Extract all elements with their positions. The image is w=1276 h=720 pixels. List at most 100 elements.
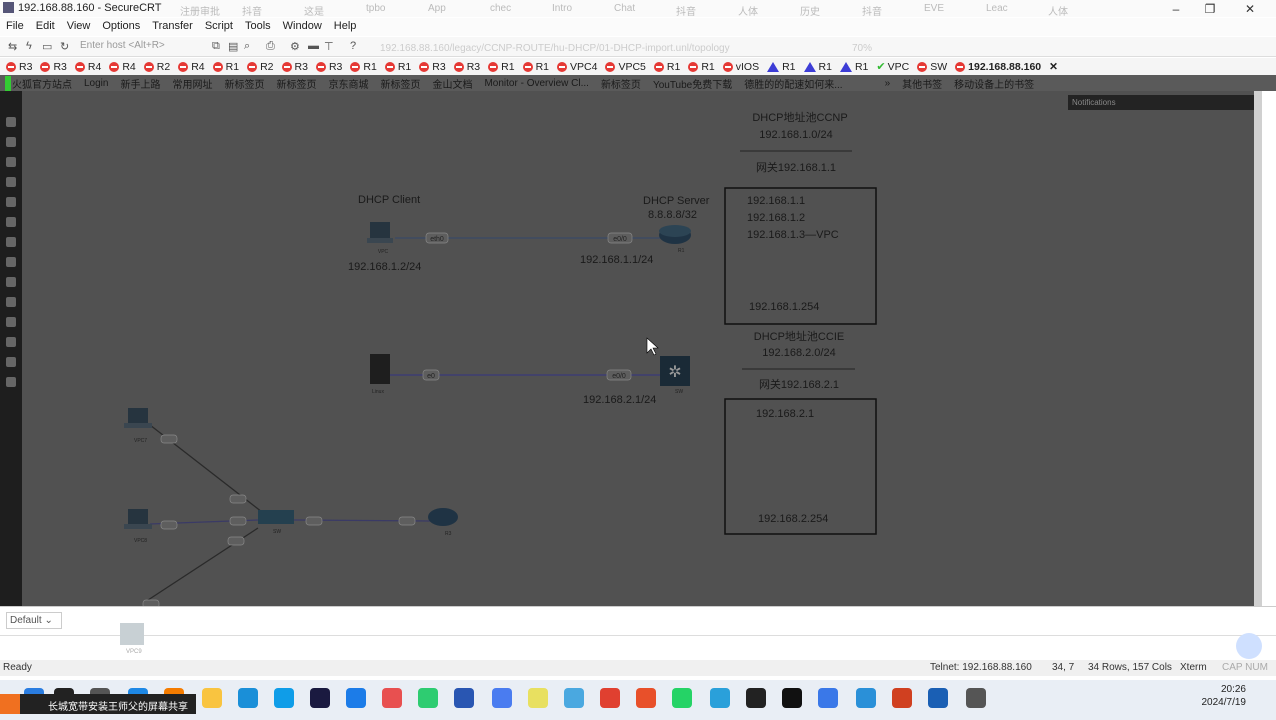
session-tab[interactable]: R3: [419, 61, 446, 73]
sidebar-tool-icon[interactable]: [6, 137, 16, 147]
taskbar-app-icon[interactable]: [564, 688, 584, 708]
sidebar-tool-icon[interactable]: [6, 157, 16, 167]
session-tab[interactable]: R3: [315, 61, 342, 73]
bookmark-item[interactable]: 其他书签: [902, 79, 943, 91]
session-tab[interactable]: R1: [688, 61, 715, 73]
session-tab[interactable]: R4: [74, 61, 101, 73]
scrollbar[interactable]: [1254, 91, 1262, 606]
session-tab[interactable]: SW: [917, 61, 947, 73]
taskbar-app-icon[interactable]: [818, 688, 838, 708]
sidebar-tool-icon[interactable]: [6, 237, 16, 247]
sidebar-tool-icon[interactable]: [6, 357, 16, 367]
session-tab[interactable]: R3: [6, 61, 32, 73]
menu-view[interactable]: View: [66, 20, 91, 32]
taskbar-app-icon[interactable]: [856, 688, 876, 708]
session-tab[interactable]: R1: [350, 61, 377, 73]
bookmark-item[interactable]: 新标签页: [600, 79, 641, 91]
bookmark-item[interactable]: 新手上路: [120, 79, 161, 91]
map-icon[interactable]: ▬: [308, 40, 319, 52]
taskbar-app-icon[interactable]: [202, 688, 222, 708]
taskbar-app-icon[interactable]: [710, 688, 730, 708]
menu-help[interactable]: Help: [333, 20, 357, 32]
sidebar-tool-icon[interactable]: [6, 197, 16, 207]
maximize-button[interactable]: ❐: [1204, 2, 1216, 16]
sidebar-tool-icon[interactable]: [6, 277, 16, 287]
sidebar-tool-icon[interactable]: [6, 337, 16, 347]
topology-canvas[interactable]: eth0 e0/0 e0 e0/0 VPC R1 Linux ✲ SW VPC7…: [22, 91, 1254, 606]
taskbar-app-icon[interactable]: [600, 688, 620, 708]
session-tab[interactable]: R1: [803, 61, 832, 73]
bookmark-item[interactable]: 新标签页: [380, 79, 421, 91]
menu-transfer[interactable]: Transfer: [152, 20, 193, 32]
menu-file[interactable]: File: [6, 20, 24, 32]
sidebar-tool-icon[interactable]: [6, 217, 16, 227]
session-tab[interactable]: R1: [653, 61, 680, 73]
session-tab[interactable]: R1: [384, 61, 411, 73]
bookmark-item[interactable]: YouTube免费下载: [652, 79, 733, 91]
session-tab[interactable]: R3: [40, 61, 67, 73]
taskbar-app-icon[interactable]: [966, 688, 986, 708]
sidebar-tool-icon[interactable]: [6, 377, 16, 387]
switch-node[interactable]: [258, 510, 294, 524]
taskbar-app-icon[interactable]: [528, 688, 548, 708]
taskbar-app-icon[interactable]: [782, 688, 802, 708]
screen-share-banner[interactable]: 长城宽带安装王师父的屏幕共享: [0, 694, 196, 714]
router-r3-node[interactable]: [428, 508, 458, 526]
bookmark-item[interactable]: 新标签页: [276, 79, 317, 91]
session-tab[interactable]: R3: [281, 61, 308, 73]
session-tab[interactable]: ✔VPC: [876, 60, 909, 74]
close-button[interactable]: ✕: [1244, 2, 1256, 16]
menu-edit[interactable]: Edit: [35, 20, 55, 32]
taskbar-app-icon[interactable]: [274, 688, 294, 708]
bookmark-item[interactable]: Monitor - Overview Cl...: [484, 77, 589, 89]
session-tab[interactable]: R1: [212, 61, 239, 73]
session-tab[interactable]: R1: [767, 61, 796, 73]
help-icon[interactable]: ?: [350, 40, 357, 52]
vpc8-node[interactable]: [124, 509, 152, 529]
host-input[interactable]: Enter host <Alt+R>: [80, 40, 165, 51]
taskbar-app-icon[interactable]: [310, 688, 330, 708]
sidebar-tool-icon[interactable]: [6, 297, 16, 307]
taskbar-app-icon[interactable]: [418, 688, 438, 708]
session-tab[interactable]: R3: [453, 61, 480, 73]
bookmark-item[interactable]: 移动设备上的书签: [954, 79, 1035, 91]
sftp-icon[interactable]: ⊤: [324, 41, 334, 53]
settings-icon[interactable]: ⚙: [290, 41, 300, 53]
taskbar-app-icon[interactable]: [746, 688, 766, 708]
taskbar-app-icon[interactable]: [892, 688, 912, 708]
quick-connect-icon[interactable]: ϟ: [26, 40, 32, 52]
minimize-button[interactable]: –: [1172, 2, 1180, 16]
session-tab[interactable]: R2: [143, 61, 170, 73]
taskbar-app-icon[interactable]: [454, 688, 474, 708]
session-tab[interactable]: R2: [247, 61, 274, 73]
menu-window[interactable]: Window: [282, 20, 322, 32]
taskbar-app-icon[interactable]: [928, 688, 948, 708]
session-tab[interactable]: R4: [178, 61, 205, 73]
taskbar-app-icon[interactable]: [382, 688, 402, 708]
session-tab[interactable]: R1: [522, 61, 549, 73]
bookmark-item[interactable]: 京东商城: [328, 79, 369, 91]
taskbar-app-icon[interactable]: [238, 688, 258, 708]
menu-options[interactable]: Options: [102, 20, 141, 32]
menu-tools[interactable]: Tools: [244, 20, 271, 32]
close-tab-icon[interactable]: ✕: [1049, 60, 1058, 73]
linux-node[interactable]: [370, 354, 390, 384]
vpc7-node[interactable]: [124, 408, 152, 428]
session-tab[interactable]: 192.168.88.160 ✕: [955, 61, 1058, 73]
bookmark-item[interactable]: 金山文档: [432, 79, 473, 91]
session-tab[interactable]: VPC5: [605, 61, 646, 73]
bookmark-item[interactable]: 火狐官方站点: [12, 79, 72, 91]
bookmark-item[interactable]: »: [884, 77, 891, 89]
session-tab[interactable]: R4: [109, 61, 136, 73]
reconnect-icon[interactable]: ↻: [60, 41, 70, 53]
taskbar-app-icon[interactable]: [636, 688, 656, 708]
session-tab[interactable]: vIOS: [722, 61, 759, 73]
find-icon[interactable]: ⌕: [244, 40, 251, 52]
session-tab[interactable]: R1: [488, 61, 515, 73]
vpc-node[interactable]: [367, 222, 393, 243]
sidebar-tool-icon[interactable]: [6, 177, 16, 187]
taskbar-app-icon[interactable]: [346, 688, 366, 708]
session-tab[interactable]: VPC4: [557, 61, 597, 73]
print-icon[interactable]: ⎙: [266, 40, 275, 52]
